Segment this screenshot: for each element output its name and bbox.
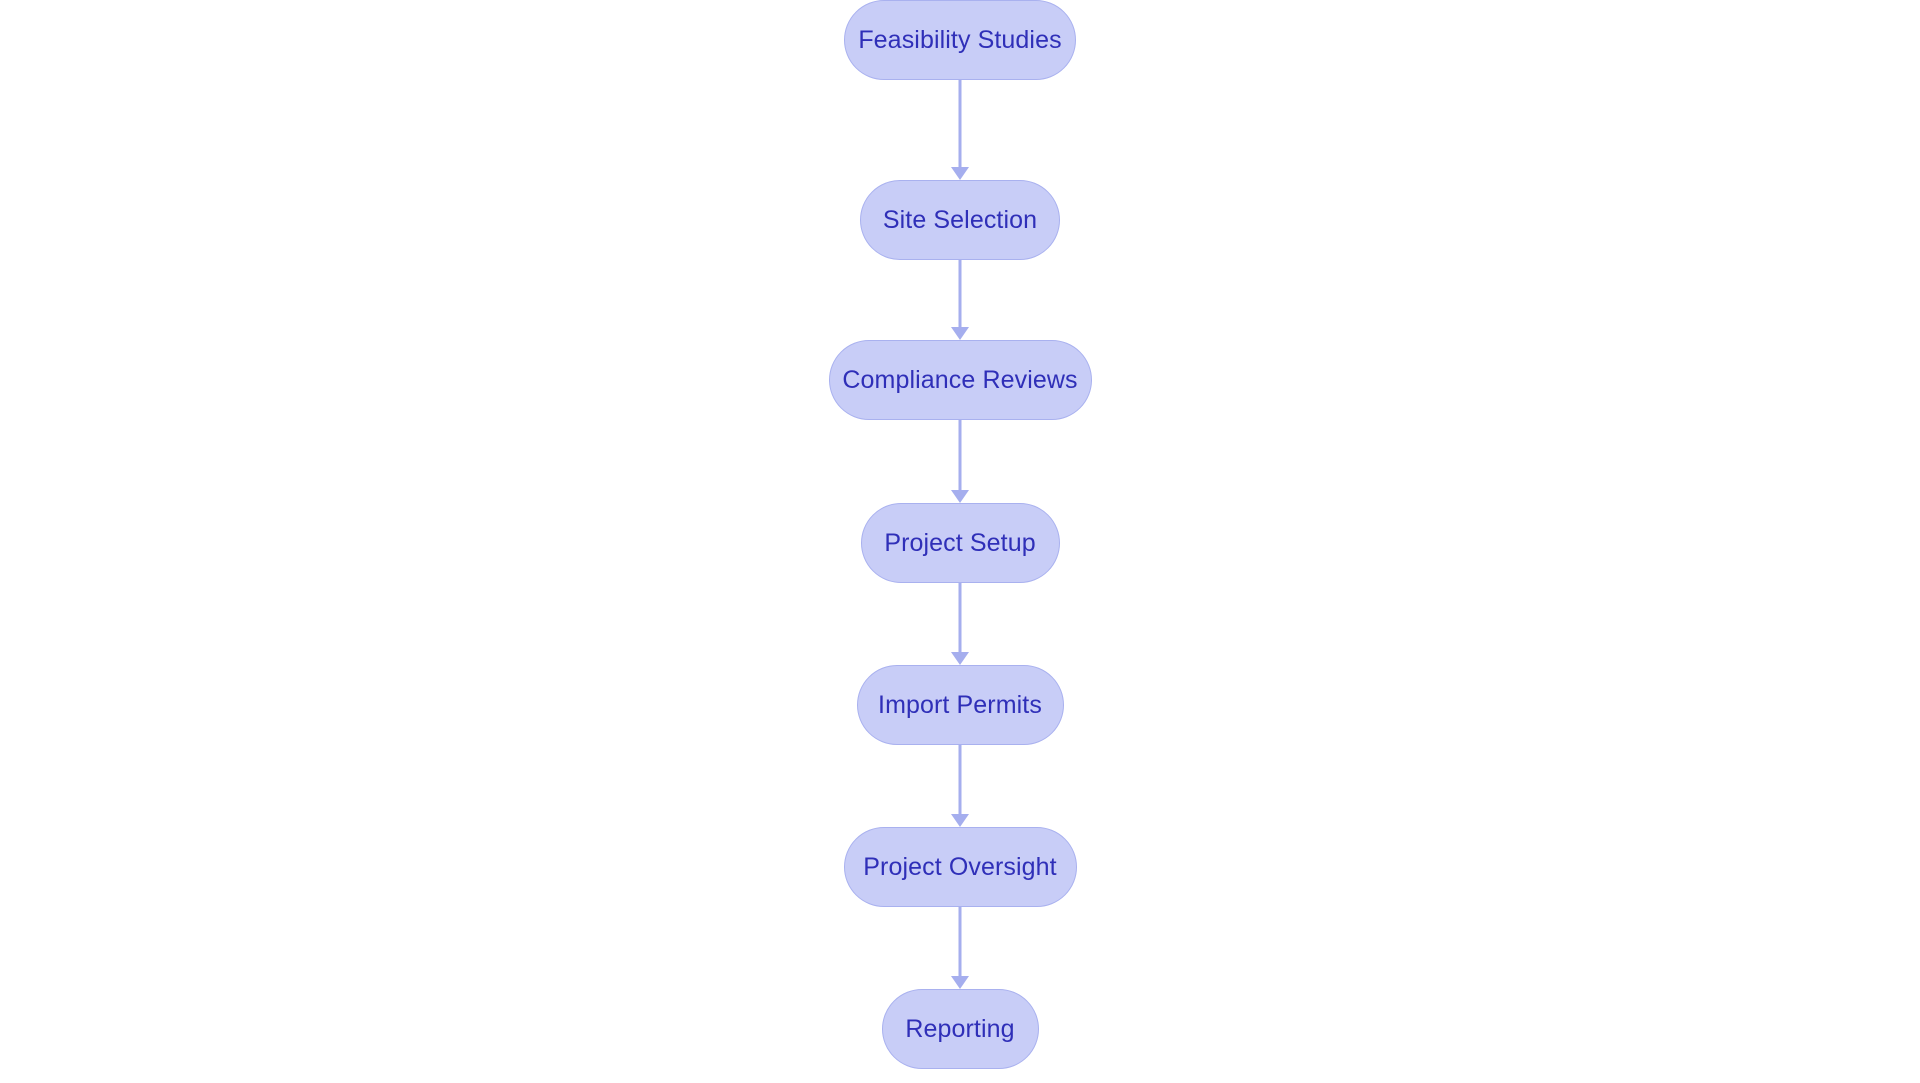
flow-node-label: Project Setup xyxy=(884,528,1036,557)
arrow-head-icon xyxy=(951,167,969,180)
arrow-head-icon xyxy=(951,490,969,503)
arrow-line xyxy=(958,907,962,978)
flow-arrow-compliance-reviews-to-project-setup xyxy=(948,420,972,503)
flow-node-feasibility-studies[interactable]: Feasibility Studies xyxy=(844,0,1076,80)
flow-node-label: Project Oversight xyxy=(863,852,1057,881)
flow-node-import-permits[interactable]: Import Permits xyxy=(856,665,1064,745)
flow-arrow-import-permits-to-project-oversight xyxy=(948,745,972,827)
flow-node-label: Feasibility Studies xyxy=(858,25,1062,54)
arrow-line xyxy=(958,583,962,654)
flow-node-project-setup[interactable]: Project Setup xyxy=(860,503,1060,583)
flow-arrow-feasibility-studies-to-site-selection xyxy=(948,80,972,180)
flow-node-label: Import Permits xyxy=(878,690,1042,719)
arrow-line xyxy=(958,260,962,329)
flow-arrow-project-setup-to-import-permits xyxy=(948,583,972,665)
flow-node-reporting[interactable]: Reporting xyxy=(881,989,1039,1069)
flow-node-label: Reporting xyxy=(905,1014,1015,1043)
arrow-head-icon xyxy=(951,814,969,827)
flow-node-compliance-reviews[interactable]: Compliance Reviews xyxy=(828,340,1092,420)
flow-arrow-site-selection-to-compliance-reviews xyxy=(948,260,972,340)
arrow-head-icon xyxy=(951,976,969,989)
flow-node-site-selection[interactable]: Site Selection xyxy=(860,180,1060,260)
flow-node-label: Compliance Reviews xyxy=(842,365,1078,394)
arrow-line xyxy=(958,420,962,492)
flow-node-project-oversight[interactable]: Project Oversight xyxy=(843,827,1077,907)
flow-node-label: Site Selection xyxy=(882,205,1038,234)
arrow-head-icon xyxy=(951,327,969,340)
arrow-head-icon xyxy=(951,652,969,665)
arrow-line xyxy=(958,745,962,816)
arrow-line xyxy=(958,80,962,169)
flow-arrow-project-oversight-to-reporting xyxy=(948,907,972,989)
